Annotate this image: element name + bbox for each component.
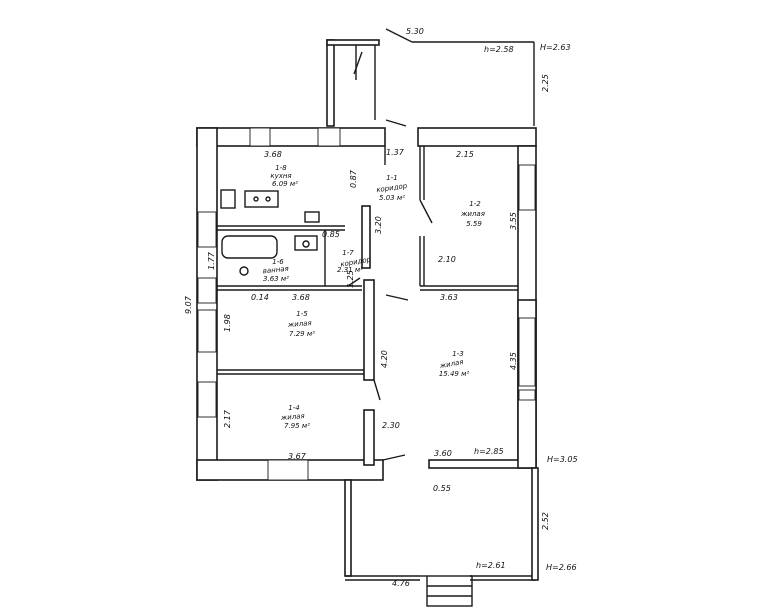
- svg-text:1-8: 1-8: [275, 164, 287, 172]
- interior-walls: [217, 146, 518, 466]
- room-label-living-4: 1-4 жилая 7.95 м²: [280, 404, 311, 430]
- svg-text:3.68: 3.68: [292, 293, 310, 302]
- svg-text:0.14: 0.14: [251, 293, 269, 302]
- room-label-bathroom: 1-6 ванная 3.63 м²: [262, 258, 289, 283]
- svg-text:H=3.05: H=3.05: [547, 455, 578, 464]
- svg-text:1.25: 1.25: [346, 270, 355, 288]
- svg-text:2.30: 2.30: [382, 421, 400, 430]
- svg-text:2.52: 2.52: [541, 512, 550, 530]
- lower-terrace: [344, 467, 539, 607]
- washbasin-icon: [294, 235, 318, 251]
- svg-text:1.77: 1.77: [207, 251, 216, 270]
- svg-text:0.55: 0.55: [433, 484, 451, 493]
- svg-text:5.30: 5.30: [406, 27, 424, 36]
- svg-text:0.87: 0.87: [349, 169, 358, 188]
- room-label-kitchen: 1-8 кухня 6.09 м²: [270, 164, 298, 188]
- svg-text:h=2.61: h=2.61: [476, 561, 506, 570]
- sink-icon: [244, 190, 279, 208]
- room-label-corridor-1: 1-1 коридор 5.03 м²: [376, 174, 408, 202]
- svg-text:7.29 м²: 7.29 м²: [289, 330, 315, 338]
- fixtures: [220, 189, 320, 276]
- room-label-living-2: 1-2 жилая 5.59: [460, 200, 485, 228]
- svg-text:2.17: 2.17: [223, 409, 232, 428]
- svg-text:15.49 м²: 15.49 м²: [439, 370, 470, 378]
- stove-icon: [220, 189, 236, 209]
- svg-text:1.98: 1.98: [223, 314, 232, 332]
- svg-text:6.09 м²: 6.09 м²: [272, 180, 298, 188]
- svg-text:2.10: 2.10: [438, 255, 456, 264]
- svg-text:1-5: 1-5: [296, 310, 308, 318]
- boiler-icon: [239, 266, 249, 276]
- svg-text:1-6: 1-6: [272, 258, 284, 266]
- upper-porch: [326, 28, 535, 127]
- svg-text:5.59: 5.59: [466, 220, 482, 228]
- svg-text:7.95 м²: 7.95 м²: [284, 422, 310, 430]
- svg-text:0.85: 0.85: [322, 230, 340, 239]
- svg-text:жилая: жилая: [460, 210, 485, 218]
- svg-text:1-2: 1-2: [469, 200, 481, 208]
- svg-text:2.31 м²: 2.31 м²: [337, 266, 363, 274]
- svg-text:4.20: 4.20: [380, 350, 389, 368]
- room-label-living-3: 1-3 жилая 15.49 м²: [438, 350, 469, 378]
- svg-text:1.37: 1.37: [386, 148, 405, 157]
- svg-text:3.67: 3.67: [288, 452, 307, 461]
- svg-text:1-3: 1-3: [452, 350, 463, 358]
- svg-text:H=2.63: H=2.63: [540, 43, 571, 52]
- svg-text:h=2.58: h=2.58: [484, 45, 514, 54]
- svg-text:3.55: 3.55: [509, 212, 518, 230]
- svg-text:жилая: жилая: [438, 358, 464, 370]
- svg-text:H=2.66: H=2.66: [546, 563, 577, 572]
- svg-text:4.35: 4.35: [509, 352, 518, 370]
- height-labels: h=2.58 H=2.63 h=2.85 H=3.05 h=2.61 H=2.6…: [474, 43, 578, 572]
- svg-text:кухня: кухня: [270, 172, 291, 180]
- svg-text:3.63 м²: 3.63 м²: [263, 275, 289, 283]
- svg-text:ванная: ванная: [262, 265, 289, 276]
- svg-text:1-4: 1-4: [288, 404, 299, 412]
- svg-text:жилая: жилая: [287, 319, 312, 329]
- svg-text:3.63: 3.63: [440, 293, 458, 302]
- svg-text:1-1: 1-1: [386, 174, 397, 182]
- svg-text:3.20: 3.20: [374, 216, 383, 234]
- svg-text:2.25: 2.25: [541, 74, 550, 92]
- svg-text:3.68: 3.68: [264, 150, 282, 159]
- svg-text:h=2.85: h=2.85: [474, 447, 504, 456]
- svg-text:3.60: 3.60: [434, 449, 452, 458]
- svg-text:4.76: 4.76: [392, 579, 410, 588]
- dimension-labels: 5.30 2.25 3.68 1.37 2.15 3.55 0.87 3.20 …: [184, 27, 550, 588]
- steps-icon: [426, 575, 473, 607]
- room-label-living-5: 1-5 жилая 7.29 м²: [287, 310, 316, 338]
- svg-text:жилая: жилая: [280, 412, 305, 422]
- svg-text:1-7: 1-7: [342, 249, 354, 257]
- bathtub-icon: [221, 235, 278, 259]
- svg-text:9.07: 9.07: [184, 295, 193, 314]
- svg-text:коридор: коридор: [376, 182, 408, 194]
- svg-text:2.15: 2.15: [456, 150, 474, 159]
- windows: [197, 127, 536, 481]
- svg-text:5.03 м²: 5.03 м²: [379, 194, 405, 202]
